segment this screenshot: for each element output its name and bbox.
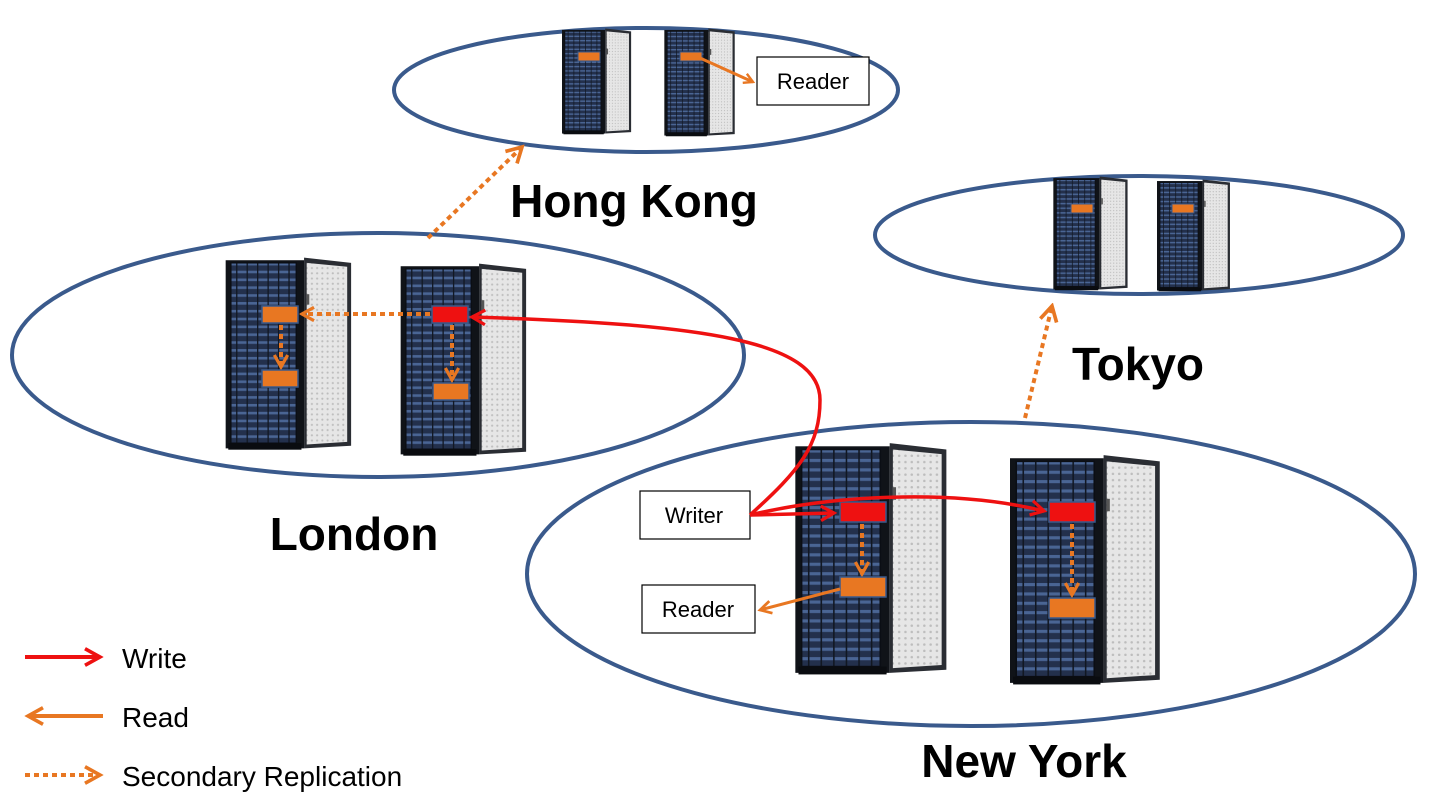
new-york-primary-block-2 (1048, 501, 1096, 523)
tokyo-data-block-2 (1171, 203, 1195, 214)
new-york-secondary-block-2 (1048, 597, 1096, 619)
london-primary-block (431, 305, 469, 324)
hong-kong-data-block-1 (577, 51, 601, 62)
replication-arrow-new-york-to-tokyo (1023, 306, 1052, 419)
hong-kong-ellipse (392, 26, 900, 154)
new-york-reader-label: Reader (662, 597, 734, 622)
legend-replication-label: Secondary Replication (122, 761, 402, 792)
london-secondary-block-1 (261, 305, 299, 324)
write-arrow-writer-to-london (472, 317, 822, 517)
tokyo-site: Tokyo (873, 174, 1405, 390)
tokyo-rack-1 (1052, 176, 1129, 291)
london-rack-2 (399, 262, 527, 457)
london-secondary-block-2 (261, 369, 299, 388)
new-york-read-arrow (760, 587, 841, 610)
write-arrow-writer-to-ny-rack-1 (749, 513, 834, 515)
new-york-site: Writer Reader New York (525, 420, 1417, 787)
tokyo-rack-2 (1156, 179, 1231, 292)
new-york-secondary-block-1 (839, 576, 887, 598)
hong-kong-rack-1 (561, 27, 632, 135)
hong-kong-reader-box (756, 56, 870, 106)
new-york-ellipse (525, 420, 1417, 728)
london-secondary-block-3 (432, 382, 470, 401)
new-york-writer-label: Writer (665, 503, 723, 528)
hong-kong-label: Hong Kong (510, 175, 758, 227)
new-york-reader-box (641, 584, 756, 634)
tokyo-ellipse (873, 174, 1405, 296)
tokyo-label: Tokyo (1072, 338, 1204, 390)
replication-arrow-london-to-hong-kong (426, 147, 522, 240)
hong-kong-read-arrow (699, 56, 753, 82)
tokyo-data-block-1 (1070, 203, 1094, 214)
hong-kong-rack-2 (663, 28, 736, 137)
hong-kong-reader-label: Reader (777, 69, 849, 94)
write-arrow-writer-to-ny-rack-2 (749, 495, 1044, 517)
cross-site-arrows (426, 147, 1052, 517)
london-site: London (10, 231, 746, 560)
hong-kong-site: Reader Hong Kong (392, 26, 900, 227)
legend: Write Read Secondary Replication (25, 643, 402, 792)
london-rack-1 (224, 256, 352, 451)
legend-write-label: Write (122, 643, 187, 674)
new-york-label: New York (921, 735, 1127, 787)
london-ellipse (10, 231, 746, 479)
hong-kong-data-block-2 (679, 51, 703, 62)
legend-read-label: Read (122, 702, 189, 733)
london-label: London (270, 508, 439, 560)
new-york-rack-2 (1009, 454, 1161, 686)
new-york-rack-1 (794, 442, 948, 676)
new-york-primary-block-1 (839, 501, 887, 523)
